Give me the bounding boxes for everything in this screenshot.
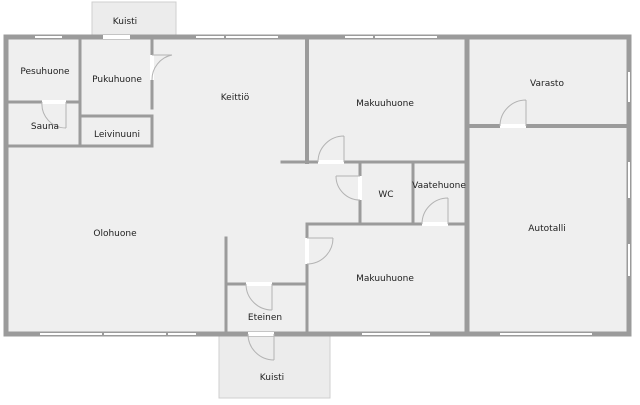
room-label-pukuhuone: Pukuhuone [92, 75, 142, 85]
room-label-pesuhuone: Pesuhuone [20, 67, 70, 77]
walls [3, 34, 632, 337]
house-floor [5, 36, 466, 335]
room-label-kuisti-top: Kuisti [113, 17, 137, 27]
room-label-sauna: Sauna [31, 122, 59, 132]
room-label-makuuhuone-bottom: Makuuhuone [356, 274, 414, 284]
windows [35, 36, 630, 335]
room-label-keittio: Keittiö [221, 93, 250, 103]
garage-floor [466, 36, 630, 335]
doors [41, 35, 527, 361]
room-label-eteinen: Eteinen [248, 313, 282, 323]
room-label-kuisti-bottom: Kuisti [260, 373, 284, 383]
room-label-vaatehuone: Vaatehuone [412, 181, 466, 191]
room-label-leivinuuni: Leivinuuni [94, 130, 140, 140]
room-label-makuuhuone-top: Makuuhuone [356, 99, 414, 109]
room-label-autotalli: Autotalli [528, 224, 565, 234]
room-label-varasto: Varasto [530, 79, 564, 89]
room-labels: Kuisti Pesuhuone Pukuhuone Keittiö Makuu… [20, 17, 565, 383]
room-label-wc: WC [378, 190, 393, 200]
room-label-olohuone: Olohuone [93, 229, 137, 239]
porch-top [91, 1, 177, 37]
